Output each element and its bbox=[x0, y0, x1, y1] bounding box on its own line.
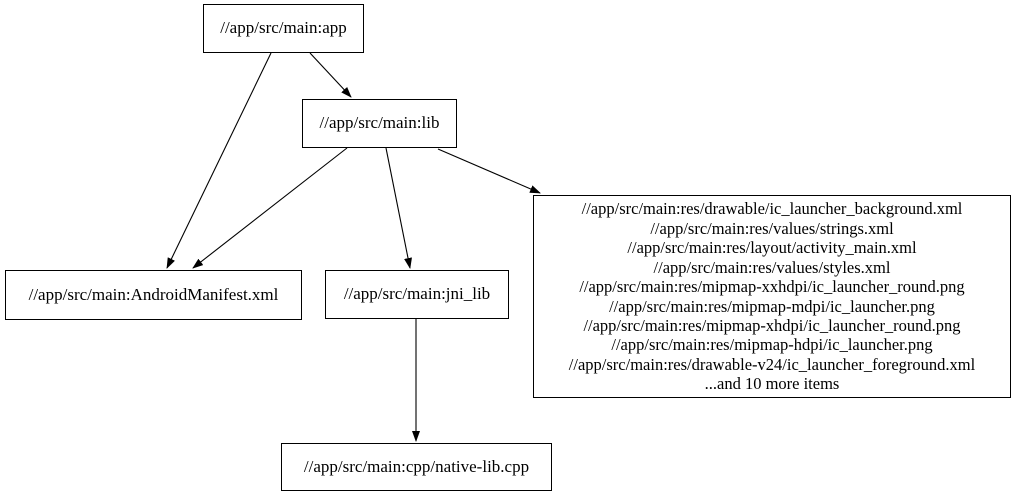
res-item: //app/src/main:res/mipmap-mdpi/ic_launch… bbox=[609, 296, 935, 316]
node-android-manifest-label: //app/src/main:AndroidManifest.xml bbox=[28, 284, 279, 304]
edge-lib-to-jni-lib bbox=[385, 147, 412, 269]
edge-lib-to-res-group bbox=[437, 148, 541, 194]
edge-app-to-lib bbox=[309, 52, 352, 98]
res-item: //app/src/main:res/values/strings.xml bbox=[650, 218, 894, 238]
node-native-lib-cpp-label: //app/src/main:cpp/native-lib.cpp bbox=[303, 456, 530, 476]
res-item: //app/src/main:res/mipmap-xxhdpi/ic_laun… bbox=[579, 277, 965, 297]
node-app-label: //app/src/main:app bbox=[220, 18, 347, 38]
res-item: //app/src/main:res/drawable/ic_launcher_… bbox=[581, 199, 963, 219]
res-more-items: ...and 10 more items bbox=[704, 374, 840, 394]
res-item: //app/src/main:res/drawable-v24/ic_launc… bbox=[568, 354, 976, 374]
edge-app-to-androidmanifest bbox=[166, 52, 272, 269]
node-native-lib-cpp: //app/src/main:cpp/native-lib.cpp bbox=[281, 443, 552, 491]
res-item: //app/src/main:res/values/styles.xml bbox=[653, 257, 891, 277]
res-item: //app/src/main:res/mipmap-xhdpi/ic_launc… bbox=[583, 315, 961, 335]
node-res-file-group: //app/src/main:res/drawable/ic_launcher_… bbox=[533, 195, 1011, 398]
node-lib-label: //app/src/main:lib bbox=[319, 113, 440, 133]
res-item: //app/src/main:res/layout/activity_main.… bbox=[627, 238, 917, 258]
node-jni-lib: //app/src/main:jni_lib bbox=[325, 270, 509, 319]
node-lib: //app/src/main:lib bbox=[302, 99, 457, 148]
edge-lib-to-androidmanifest bbox=[192, 147, 348, 269]
node-app: //app/src/main:app bbox=[203, 4, 364, 53]
node-android-manifest: //app/src/main:AndroidManifest.xml bbox=[5, 270, 302, 320]
res-item: //app/src/main:res/mipmap-hdpi/ic_launch… bbox=[611, 335, 933, 355]
node-jni-lib-label: //app/src/main:jni_lib bbox=[343, 284, 491, 304]
